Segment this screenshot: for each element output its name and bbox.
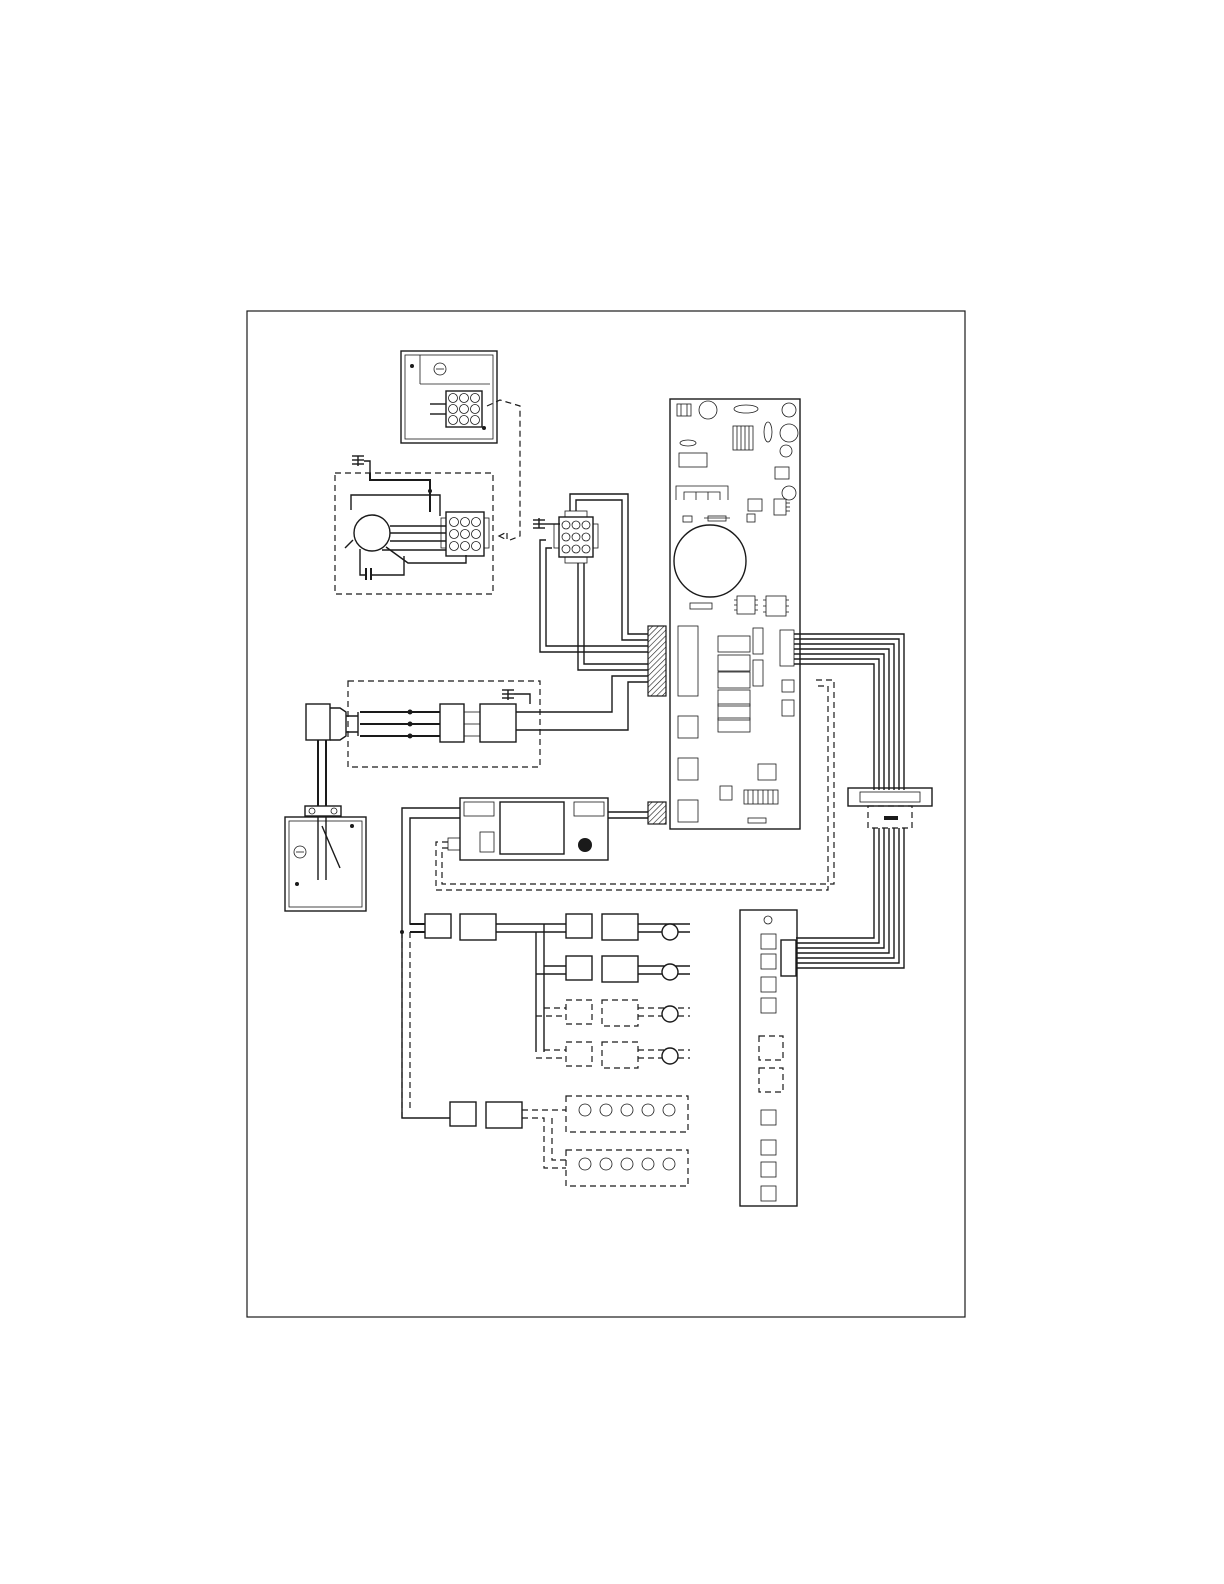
junction-box-top <box>401 351 497 443</box>
main-control-board <box>648 399 800 829</box>
diagram-frame <box>247 311 965 1317</box>
light-socket-assembly <box>306 681 540 806</box>
ribbon-cable-connector <box>794 634 932 968</box>
button-control-panel <box>740 910 797 1206</box>
motor-connector-9pin <box>533 511 598 563</box>
led-lamp-connectors <box>410 914 690 1068</box>
motor-with-capacitor <box>335 456 493 594</box>
transformer-module <box>448 798 648 860</box>
led-strip-modules <box>450 1096 688 1186</box>
switch-box-left <box>285 806 366 911</box>
